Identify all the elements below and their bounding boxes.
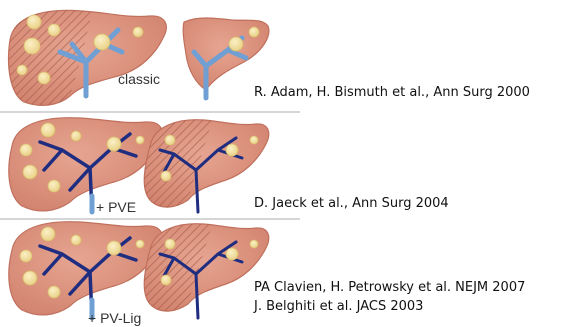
liver-after-pv-lig: [144, 224, 269, 318]
technique-label: + PV-Lig: [88, 310, 141, 326]
row-pv-lig: + PV-Lig PA Clavien, H. Petrowsky et al.…: [9, 222, 526, 326]
liver-before-pve: [9, 118, 163, 212]
reference-text: J. Belghiti et al. JACS 2003: [253, 299, 423, 314]
row-classic: classic R. Adam, H. Bismuth et al., Ann …: [9, 10, 530, 105]
liver-before-pv-lig: [9, 222, 163, 318]
liver-after-pve: [144, 120, 269, 212]
row-pve: + PVE D. Jaeck et al., Ann Surg 2004: [9, 118, 449, 215]
technique-label: classic: [118, 71, 160, 87]
reference-text: R. Adam, H. Bismuth et al., Ann Surg 200…: [254, 85, 530, 100]
reference-text: PA Clavien, H. Petrowsky et al. NEJM 200…: [254, 280, 525, 295]
technique-label: + PVE: [96, 199, 136, 215]
liver-before-classic: [9, 10, 167, 105]
reference-text: D. Jaeck et al., Ann Surg 2004: [254, 196, 449, 211]
